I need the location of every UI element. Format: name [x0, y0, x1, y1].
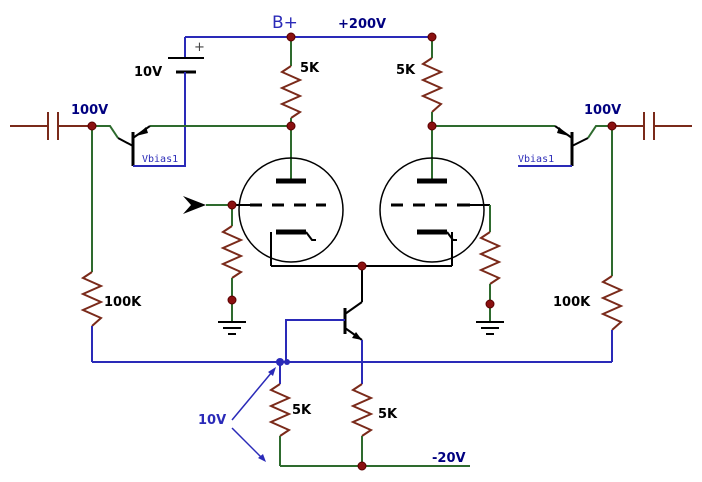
right-ground-icon: [476, 321, 504, 335]
node-bplus-left: [286, 32, 296, 42]
right-pnp-arrow: [557, 127, 569, 136]
ccs-base-wire: [285, 319, 345, 362]
right-plate-resistor: [420, 57, 444, 113]
tail-voltage-arrow-down: [231, 427, 263, 459]
tail-right-res-label: 5K: [378, 407, 398, 422]
left-vbias-label: Vbias1: [142, 154, 178, 165]
node-cathode-common: [357, 261, 367, 271]
node-left-grid: [227, 200, 237, 210]
tail-left-resistor: [268, 383, 292, 437]
tail-voltage-arrow-up: [231, 371, 273, 421]
right-plate-res-label: 5K: [396, 63, 416, 78]
left-vbias-lead: [133, 160, 186, 167]
node-right-output: [607, 121, 617, 131]
left-pnp-collector: [117, 137, 134, 147]
right-grid-leak-resistor: [478, 231, 502, 285]
left-triode: [238, 157, 344, 263]
left-ground-icon: [218, 321, 246, 335]
tail-voltage-arrowhead-down: [258, 454, 266, 462]
input-arrow-icon: [183, 196, 206, 214]
left-pnp-collector-wire: [92, 125, 119, 139]
left-grid-resistor: [80, 271, 104, 327]
b-plus-label: B+: [272, 13, 298, 33]
node-right-grid-leak: [485, 299, 495, 309]
ccs-npn-collector: [344, 301, 363, 315]
node-right-plate: [427, 121, 437, 131]
right-pnp-collector: [571, 137, 589, 147]
right-grid-res-label: 100K: [553, 295, 591, 310]
node-left-input: [87, 121, 97, 131]
left-plate-resistor: [279, 65, 303, 119]
right-pnp-collector-wire: [587, 125, 612, 139]
node-tail-base: [284, 359, 290, 365]
tail-right-resistor: [350, 383, 374, 437]
ccs-npn-arrow: [352, 332, 362, 340]
right-vbias-label: Vbias1: [518, 154, 554, 165]
right-input-bias-label: 100V: [584, 103, 621, 118]
supply-low-label: -20V: [432, 451, 466, 466]
tail-left-res-label: 5K: [292, 403, 312, 418]
battery-plus-sign: +: [194, 40, 205, 55]
left-grid-res-label: 100K: [104, 295, 142, 310]
left-input-bias-label: 100V: [71, 103, 108, 118]
right-grid-resistor: [600, 275, 624, 331]
node-negative-rail: [357, 461, 367, 471]
battery-voltage-label: 10V: [134, 65, 162, 80]
node-left-plate: [286, 121, 296, 131]
node-left-grid-leak: [227, 295, 237, 305]
supply-high-label: +200V: [338, 17, 386, 32]
node-tail-left: [276, 358, 284, 366]
tail-voltage-arrowhead-up: [268, 367, 276, 376]
left-pnp-arrow: [136, 127, 148, 136]
left-plate-res-label: 5K: [300, 61, 320, 76]
tail-voltage-label: 10V: [198, 413, 226, 428]
right-triode: [379, 157, 485, 263]
left-grid-leak-resistor: [220, 225, 244, 279]
node-bplus-right: [427, 32, 437, 42]
